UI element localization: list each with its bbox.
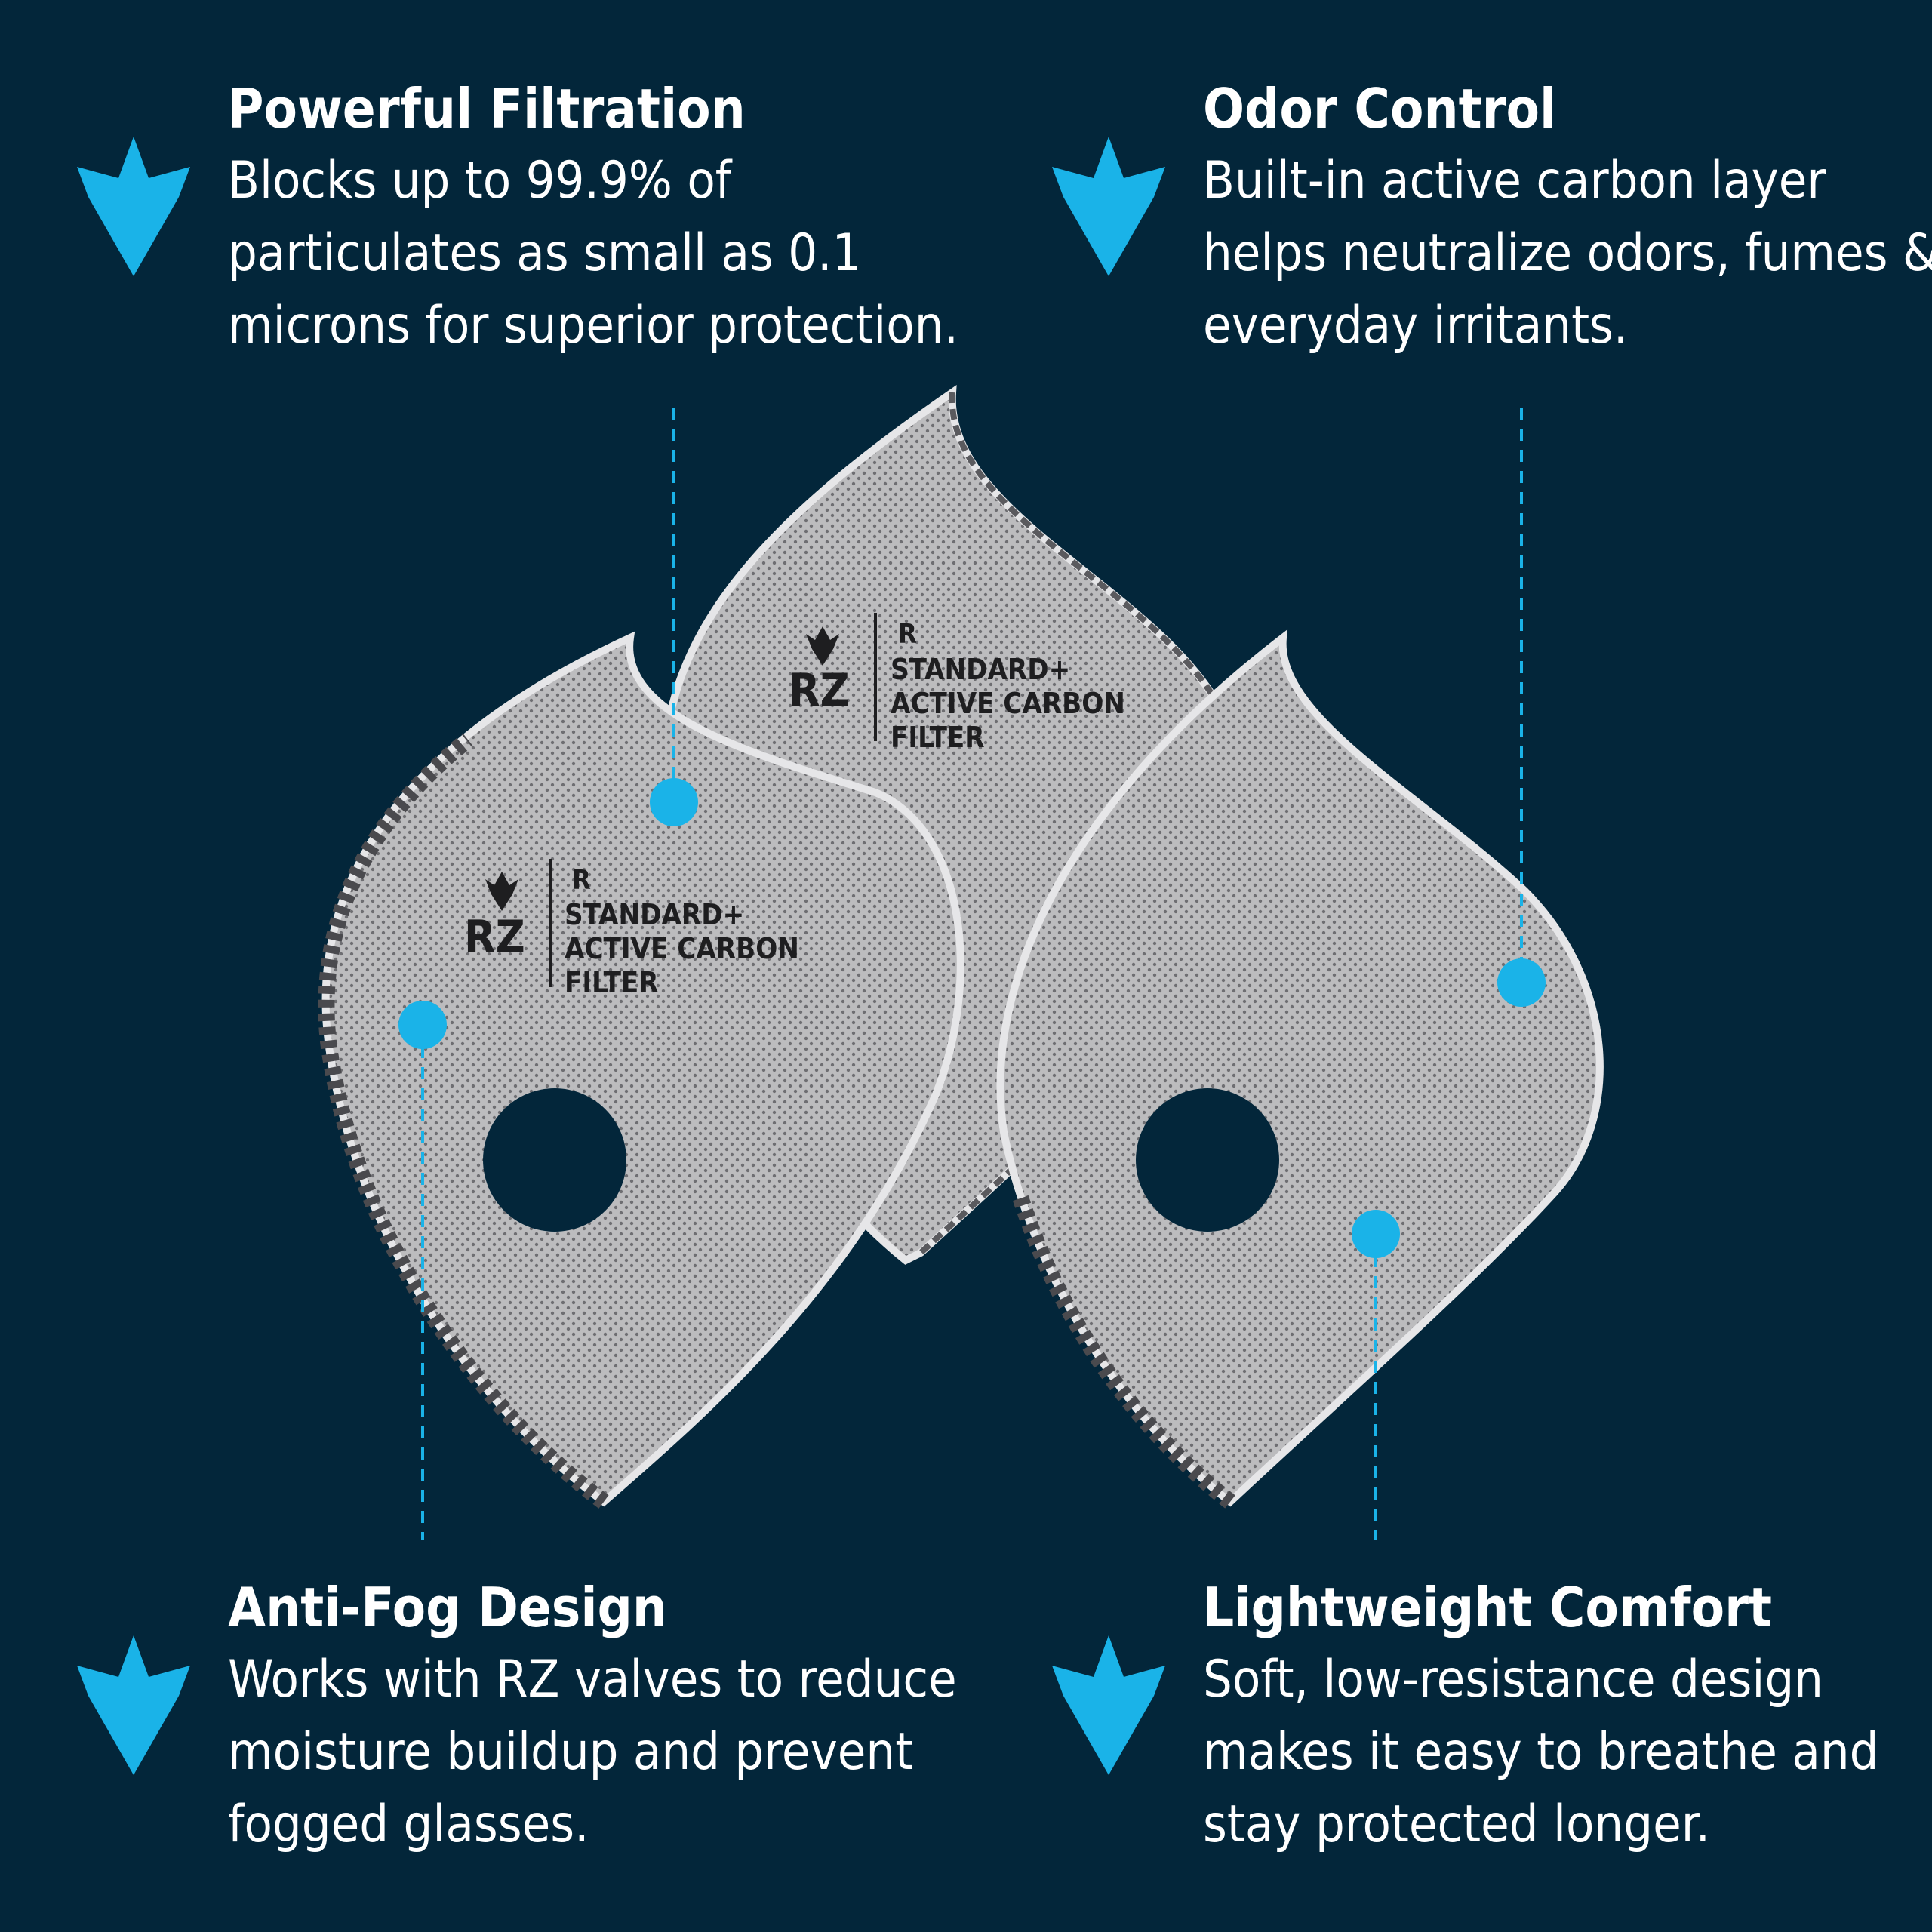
feature-title: Powerful Filtration	[228, 77, 746, 140]
filter-label-center: RZ R STANDARD+ ACTIVE CARBON FILTER	[789, 613, 1125, 754]
rz-star-icon	[485, 872, 518, 911]
filter-line2: ACTIVE CARBON	[565, 932, 799, 965]
rz-star-icon	[806, 626, 839, 666]
feature-title: Odor Control	[1203, 77, 1557, 140]
feature-powerful-filtration: Powerful Filtration Blocks up to 99.9% o…	[77, 72, 1058, 362]
filter-brand: RZ	[789, 664, 850, 717]
filter-line1: STANDARD+	[565, 898, 744, 931]
feature-odor-control: Odor Control Built-in active carbon laye…	[1052, 72, 1932, 362]
feature-body: Blocks up to 99.9% of particulates as sm…	[228, 151, 958, 355]
rz-star-icon	[1052, 137, 1165, 276]
rz-star-icon	[77, 1635, 190, 1775]
filter-line3: FILTER	[891, 721, 985, 754]
filter-pad-right	[996, 629, 1604, 1509]
rz-star-icon	[77, 137, 190, 276]
callout-antifog	[398, 1001, 447, 1540]
filter-badge: R	[898, 619, 917, 650]
filter-line3: FILTER	[565, 966, 659, 999]
rz-star-icon	[1052, 1635, 1165, 1775]
label-divider	[549, 859, 552, 987]
feature-anti-fog-design: Anti-Fog Design Works with RZ valves to …	[77, 1571, 1058, 1861]
label-divider	[874, 613, 877, 741]
feature-title: Anti-Fog Design	[228, 1576, 668, 1639]
feature-body: Built-in active carbon layer helps neutr…	[1203, 151, 1932, 355]
feature-body: Works with RZ valves to reduce moisture …	[228, 1650, 957, 1854]
filter-label-left: RZ R STANDARD+ ACTIVE CARBON FILTER	[464, 859, 799, 999]
callout-odor	[1497, 408, 1546, 1007]
feature-lightweight-comfort: Lightweight Comfort Soft, low-resistance…	[1052, 1571, 1932, 1861]
filter-brand: RZ	[464, 911, 525, 964]
filter-pad-left	[318, 631, 964, 1509]
feature-title: Lightweight Comfort	[1203, 1576, 1773, 1639]
callout-filtration	[650, 408, 698, 826]
filter-badge: R	[572, 865, 591, 896]
feature-body: Soft, low-resistance design makes it eas…	[1203, 1650, 1879, 1854]
callout-comfort	[1352, 1210, 1400, 1540]
filter-line1: STANDARD+	[891, 653, 1070, 686]
filter-line2: ACTIVE CARBON	[891, 687, 1125, 720]
